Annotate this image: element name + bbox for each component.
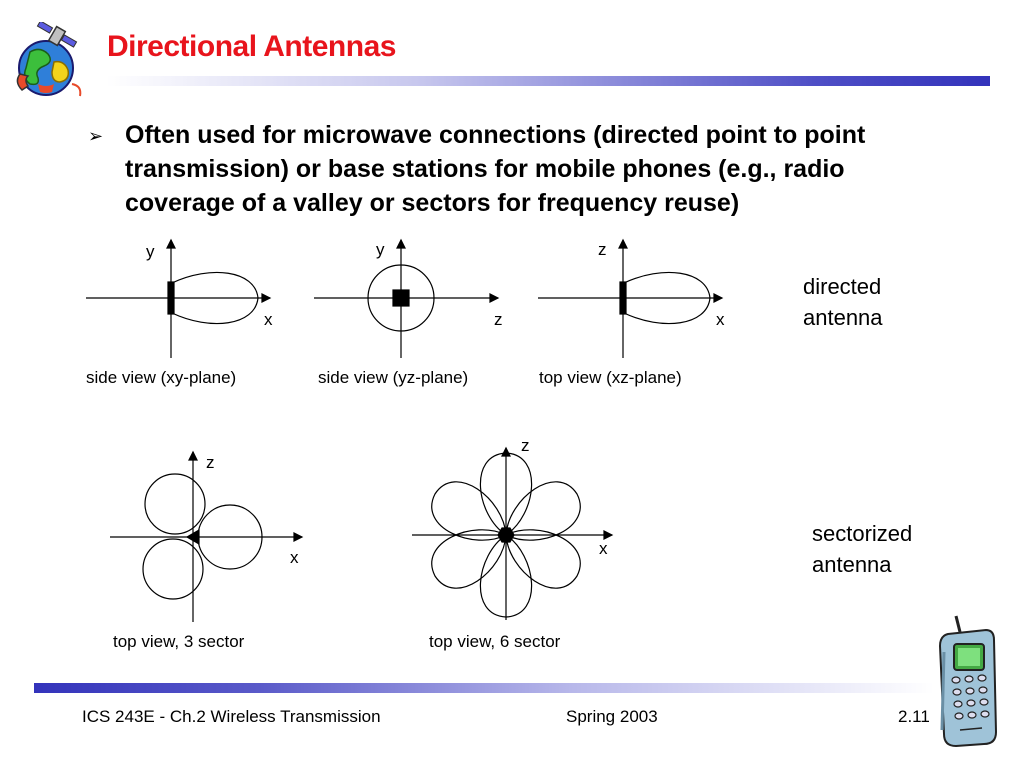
globe-satellite-logo-icon xyxy=(16,22,82,97)
axis-label-x: x xyxy=(290,548,299,567)
axis-label-x: x xyxy=(264,310,273,329)
axis-label-x: x xyxy=(716,310,725,329)
axis-label-y: y xyxy=(376,240,385,259)
diagram-3-sector xyxy=(110,450,304,622)
sectorized-antenna-label: sectorized antenna xyxy=(812,518,912,580)
diagram-xz-plane xyxy=(538,238,724,358)
diagram-yz-plane xyxy=(314,238,500,358)
diagram-6-sector xyxy=(412,446,614,620)
caption-3-sector: top view, 3 sector xyxy=(113,632,245,651)
label-line: sectorized xyxy=(812,521,913,546)
label-line: directed xyxy=(803,274,882,299)
directed-antenna-label: directed antenna xyxy=(803,271,883,333)
mobile-phone-icon xyxy=(938,615,998,748)
axis-label-x: x xyxy=(599,539,608,558)
axis-label-y: y xyxy=(146,242,155,261)
footer-slide-number: 2.11 xyxy=(898,707,930,726)
label-line: antenna xyxy=(803,305,883,330)
footer-course: ICS 243E - Ch.2 Wireless Transmission xyxy=(82,707,381,726)
footer-bar xyxy=(34,683,934,693)
page-title: Directional Antennas xyxy=(107,30,396,63)
bullet-text: Often used for microwave connections (di… xyxy=(125,121,866,217)
caption-xy-plane: side view (xy-plane) xyxy=(86,368,237,387)
bullet-arrow-icon: ➢ xyxy=(88,126,104,146)
caption-xz-plane: top view (xz-plane) xyxy=(539,368,682,387)
axis-label-z: z xyxy=(521,436,530,455)
title-underline-bar xyxy=(106,76,990,86)
axis-label-z: z xyxy=(598,240,607,259)
caption-6-sector: top view, 6 sector xyxy=(429,632,561,651)
caption-yz-plane: side view (yz-plane) xyxy=(318,368,469,387)
diagram-xy-plane xyxy=(86,238,272,358)
footer-term: Spring 2003 xyxy=(566,707,658,726)
axis-label-z: z xyxy=(494,310,503,329)
axis-label-z: z xyxy=(206,453,215,472)
label-line: antenna xyxy=(812,552,892,577)
